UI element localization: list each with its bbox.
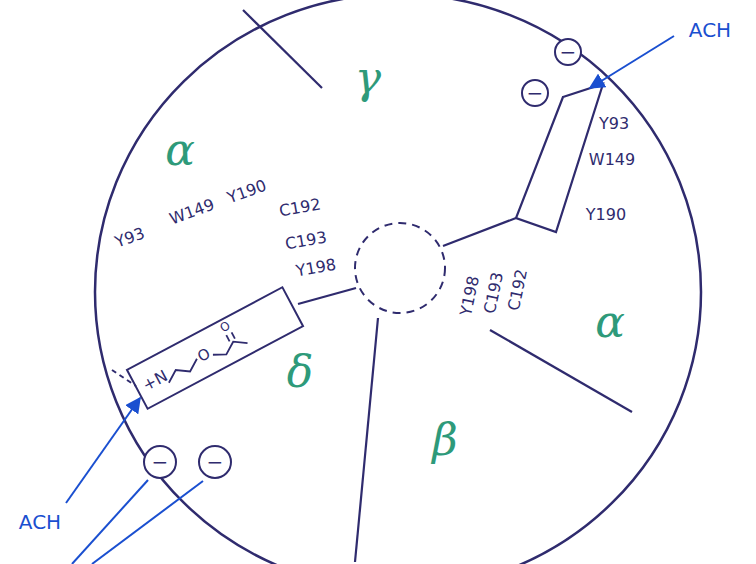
- residue-label: C192: [278, 196, 322, 219]
- leader-line: [92, 481, 203, 564]
- subunit-name: β: [432, 418, 457, 462]
- subunit-border: [112, 370, 136, 386]
- subunit-name: α: [595, 300, 625, 344]
- charge-sign: −: [560, 42, 577, 62]
- residue-label: Y93: [113, 225, 147, 250]
- chemical-atom: O: [218, 319, 232, 334]
- residue-label: C192: [506, 268, 530, 312]
- subunit-name: γ: [355, 56, 381, 100]
- residue-label: W149: [167, 197, 216, 228]
- charge-sign: −: [527, 83, 544, 103]
- residue-label: Y93: [599, 116, 629, 132]
- subunit-border: [298, 288, 356, 304]
- charge-circle: −: [143, 445, 177, 479]
- charge-circle: −: [521, 79, 549, 107]
- residue-label: W149: [589, 152, 635, 168]
- residue-label: C193: [284, 229, 328, 252]
- residue-label: Y198: [458, 275, 482, 318]
- acetylcholine-bonds: [128, 287, 307, 411]
- ligand-label: ACH: [19, 512, 61, 532]
- residue-label: Y190: [586, 207, 626, 223]
- receptor-outline: [95, 0, 701, 564]
- chemical-atom: O: [195, 346, 212, 365]
- subunit-name: δ: [287, 350, 314, 394]
- charge-sign: −: [207, 452, 224, 472]
- charge-circle: −: [198, 445, 232, 479]
- chemical-atom: +N: [140, 368, 170, 394]
- chemical-bond: [165, 359, 201, 383]
- chemical-bond: [212, 336, 248, 360]
- residue-label: Y198: [295, 257, 337, 280]
- charge-circle: −: [554, 38, 582, 66]
- subunit-border: [243, 10, 322, 88]
- chemical-bond: [232, 332, 235, 338]
- pointer-arrow: [66, 398, 140, 503]
- subunit-border: [443, 218, 516, 246]
- binding-site-box: +N OO: [126, 286, 305, 410]
- subunit-border: [355, 318, 378, 562]
- ligand-label: ACH: [689, 20, 731, 40]
- residue-label: Y190: [225, 178, 268, 207]
- chemical-bond: [226, 335, 229, 341]
- residue-label: C193: [482, 271, 506, 315]
- subunit-name: α: [165, 128, 195, 172]
- charge-sign: −: [152, 452, 169, 472]
- pointer-arrow: [590, 36, 674, 88]
- channel-pore: [355, 223, 445, 313]
